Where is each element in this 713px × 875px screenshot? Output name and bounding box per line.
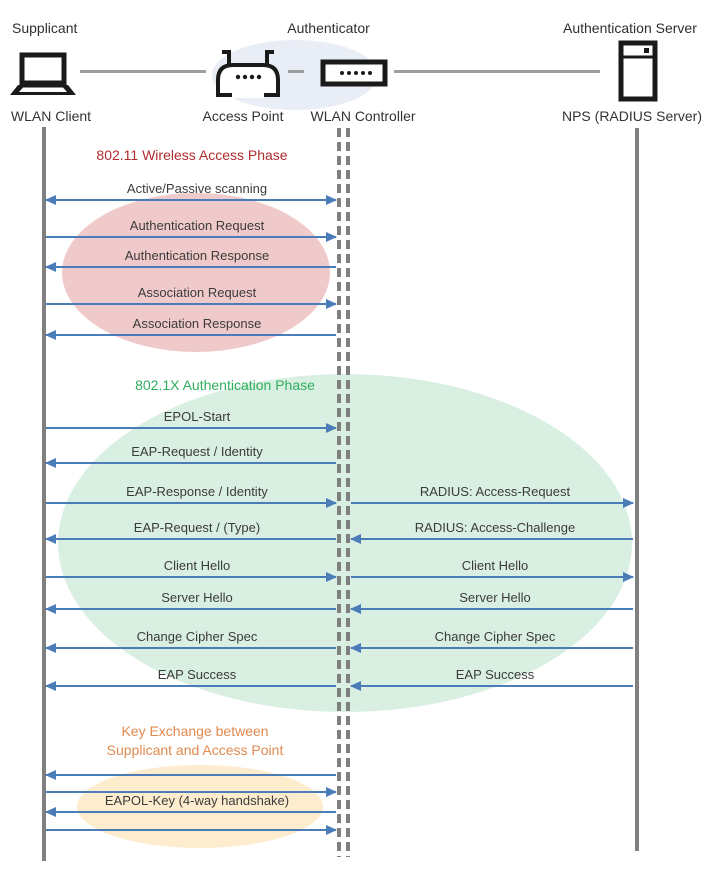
message-arrow bbox=[351, 685, 633, 687]
message-arrow bbox=[351, 538, 633, 540]
arrowhead-left-icon bbox=[45, 807, 56, 817]
message-arrow bbox=[46, 427, 336, 429]
wireless-phase-title: 802.11 Wireless Access Phase bbox=[96, 147, 288, 163]
message-label: Active/Passive scanning bbox=[126, 181, 268, 196]
message-arrow bbox=[46, 462, 336, 464]
auth-phase-title: 802.1X Authentication Phase bbox=[135, 377, 315, 393]
arrowhead-right-icon bbox=[326, 232, 337, 242]
message-arrow bbox=[46, 502, 336, 504]
access-point-lifeline bbox=[337, 128, 341, 857]
arrowhead-right-icon bbox=[623, 572, 634, 582]
message-arrow bbox=[46, 576, 336, 578]
message-arrow bbox=[46, 538, 336, 540]
role-authentication-server: Authentication Server bbox=[563, 20, 697, 36]
node-wlan-client: WLAN Client bbox=[10, 108, 92, 124]
arrowhead-left-icon bbox=[45, 534, 56, 544]
access-point-icon bbox=[213, 46, 283, 98]
message-arrow bbox=[46, 266, 336, 268]
arrowhead-right-icon bbox=[326, 787, 337, 797]
connector-ap-controller bbox=[288, 70, 304, 73]
arrowhead-left-icon bbox=[45, 681, 56, 691]
message-arrow bbox=[46, 811, 336, 813]
arrowhead-right-icon bbox=[326, 498, 337, 508]
connector-client-ap bbox=[80, 70, 206, 73]
wlan-controller-icon bbox=[320, 59, 388, 87]
message-label: RADIUS: Access-Challenge bbox=[414, 520, 576, 535]
arrowhead-left-icon bbox=[45, 330, 56, 340]
radius-server-lifeline bbox=[635, 128, 639, 851]
supplicant-lifeline bbox=[42, 127, 46, 861]
message-arrow bbox=[351, 647, 633, 649]
message-label: EAPOL-Key (4-way handshake) bbox=[104, 793, 290, 808]
message-label: Server Hello bbox=[161, 590, 233, 605]
message-arrow bbox=[46, 303, 336, 305]
wlan-controller-lifeline bbox=[346, 128, 350, 857]
message-label: RADIUS: Access-Request bbox=[419, 484, 571, 499]
message-arrow bbox=[351, 608, 633, 610]
arrowhead-right-icon bbox=[326, 299, 337, 309]
message-label: Authentication Request bbox=[129, 218, 265, 233]
message-label: Association Request bbox=[137, 285, 257, 300]
arrowhead-left-icon bbox=[350, 604, 361, 614]
arrowhead-right-icon bbox=[326, 195, 337, 205]
message-arrow bbox=[46, 791, 336, 793]
arrowhead-left-icon bbox=[350, 534, 361, 544]
wireless-phase-ellipse bbox=[62, 193, 330, 352]
message-label: EAP Success bbox=[157, 667, 237, 682]
arrowhead-left-icon bbox=[45, 458, 56, 468]
arrowhead-left-icon bbox=[350, 681, 361, 691]
message-label: Client Hello bbox=[163, 558, 231, 573]
arrowhead-left-icon bbox=[350, 643, 361, 653]
message-label: Change Cipher Spec bbox=[136, 629, 258, 644]
key-exchange-title-line2: Supplicant and Access Point bbox=[106, 742, 284, 758]
connector-controller-server bbox=[394, 70, 600, 73]
arrowhead-right-icon bbox=[326, 572, 337, 582]
message-label: EAP-Response / Identity bbox=[126, 484, 268, 499]
arrowhead-left-icon bbox=[45, 195, 56, 205]
message-label: EAP Success bbox=[455, 667, 535, 682]
arrowhead-left-icon bbox=[45, 770, 56, 780]
message-arrow bbox=[46, 236, 336, 238]
message-label: Client Hello bbox=[461, 558, 529, 573]
arrowhead-left-icon bbox=[45, 262, 56, 272]
message-label: Server Hello bbox=[459, 590, 531, 605]
arrowhead-right-icon bbox=[326, 423, 337, 433]
arrowhead-right-icon bbox=[326, 825, 337, 835]
message-arrow bbox=[46, 334, 336, 336]
message-label: Change Cipher Spec bbox=[434, 629, 556, 644]
message-label: Authentication Response bbox=[124, 248, 270, 263]
message-arrow bbox=[351, 502, 633, 504]
role-supplicant: Supplicant bbox=[12, 20, 78, 36]
message-label: Association Response bbox=[132, 316, 262, 331]
message-label: EAP-Request / (Type) bbox=[133, 520, 261, 535]
message-label: EAP-Request / Identity bbox=[131, 444, 263, 459]
message-arrow bbox=[46, 199, 336, 201]
message-arrow bbox=[46, 685, 336, 687]
key-exchange-title-line1: Key Exchange between bbox=[121, 723, 269, 739]
laptop-icon bbox=[8, 52, 78, 98]
message-label: EPOL-Start bbox=[163, 409, 231, 424]
message-arrow bbox=[46, 647, 336, 649]
auth-phase-ellipse bbox=[58, 374, 632, 712]
role-authenticator: Authenticator bbox=[287, 20, 370, 36]
node-wlan-controller: WLAN Controller bbox=[310, 108, 416, 124]
key-exchange-ellipse bbox=[77, 765, 323, 848]
node-nps-radius: NPS (RADIUS Server) bbox=[561, 108, 703, 124]
message-arrow bbox=[46, 608, 336, 610]
arrowhead-left-icon bbox=[45, 604, 56, 614]
message-arrow bbox=[46, 829, 336, 831]
arrowhead-right-icon bbox=[623, 498, 634, 508]
message-arrow bbox=[46, 774, 336, 776]
server-icon bbox=[618, 40, 658, 102]
node-access-point: Access Point bbox=[202, 108, 284, 124]
message-arrow bbox=[351, 576, 633, 578]
arrowhead-left-icon bbox=[45, 643, 56, 653]
